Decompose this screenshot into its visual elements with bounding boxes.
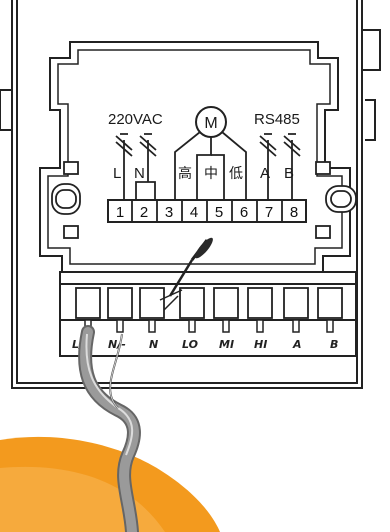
terminal-number: 1 [116,204,124,221]
bottom-terminal-block [59,271,357,357]
terminal-label-b: B [284,165,294,182]
terminal-number: 2 [140,204,148,221]
comm-label: RS485 [254,111,300,128]
terminal-number: 5 [215,204,223,221]
motor-wiring [135,131,247,200]
terminal-label-l: L [113,165,121,182]
bottom-label-lo: LO [182,338,198,351]
bottom-label-n: N [149,338,158,351]
terminal-strip: 1 2 3 4 5 6 7 8 [107,199,307,223]
terminal-label-high: 高 [178,165,192,181]
bottom-label-n-minus: N/- [108,338,126,351]
screwdriver-icon [159,237,213,311]
terminal-label-mid: 中 [204,165,218,181]
bottom-label-b: B [330,338,338,351]
bottom-label-hi: HI [254,338,267,351]
inner-panel [39,41,351,273]
terminal-number: 3 [165,204,173,221]
outer-frame [0,0,381,389]
terminal-number: 4 [190,204,198,221]
fuse-icon [259,133,277,200]
cable-icon [78,325,141,532]
terminal-screws [75,287,343,319]
motor-icon: M [195,106,227,138]
fuse-icon [115,133,133,200]
terminal-label-low: 低 [229,165,243,181]
side-clips [51,161,357,239]
top-terminal-labels: L N 高 中 低 A B [113,165,294,182]
terminal-number: 7 [265,204,273,221]
terminal-label-n: N [134,165,145,182]
terminal-number: 8 [290,204,298,221]
bottom-label-a: A [292,338,302,351]
fuse-icon [283,133,301,200]
power-label: 220VAC [108,111,163,128]
terminal-label-a: A [260,165,270,182]
fuse-icon [139,133,157,182]
terminal-number: 6 [240,204,248,221]
bottom-label-mi: MI [219,338,234,351]
motor-label: M [204,115,217,132]
